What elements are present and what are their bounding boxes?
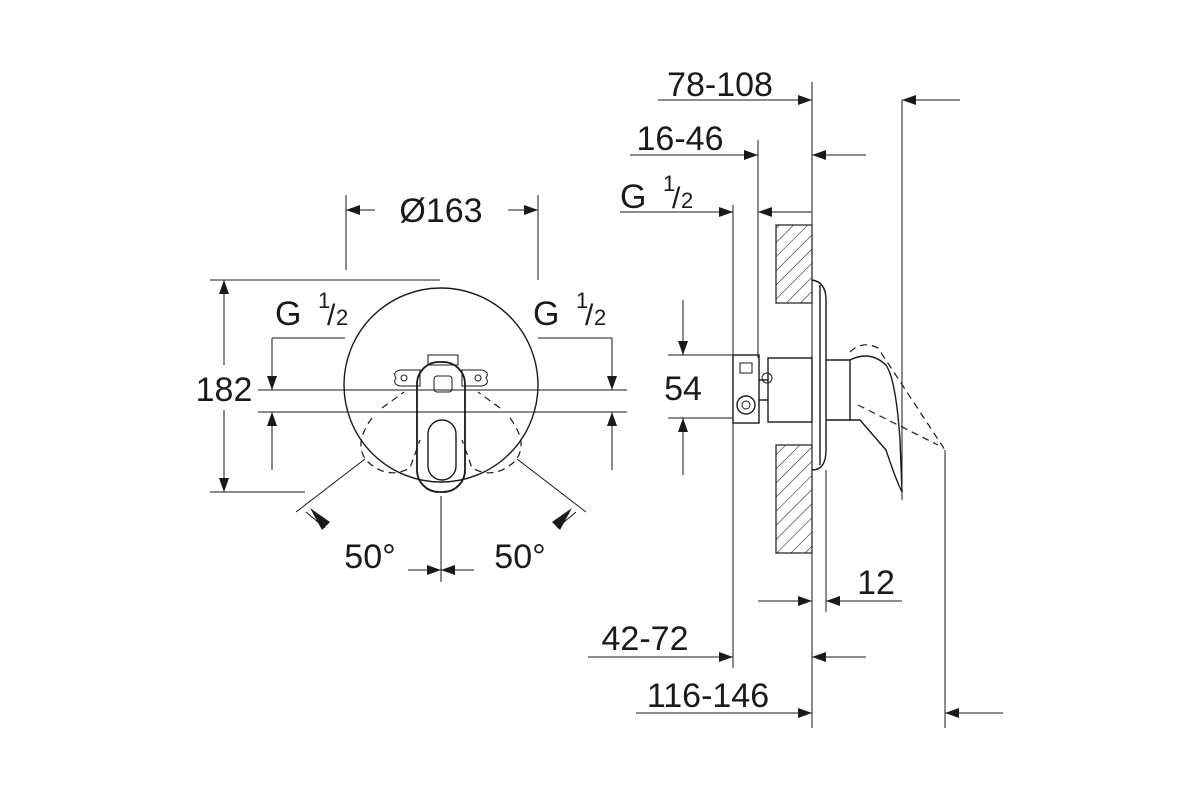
dimension-thread-side: G 1 / 2 bbox=[620, 171, 812, 217]
svg-text:/: / bbox=[327, 299, 336, 332]
angle-dimension: 50° 50° bbox=[295, 458, 587, 582]
diameter-dimension: Ø163 bbox=[345, 192, 539, 280]
svg-text:1: 1 bbox=[576, 288, 588, 313]
wall-section bbox=[775, 224, 813, 554]
svg-text:2: 2 bbox=[336, 305, 348, 330]
svg-text:42-72: 42-72 bbox=[602, 620, 689, 658]
svg-text:12: 12 bbox=[857, 564, 895, 602]
svg-text:78-108: 78-108 bbox=[667, 66, 773, 104]
svg-text:/: / bbox=[672, 182, 681, 215]
escutcheon-profile bbox=[811, 279, 827, 471]
diameter-label: Ø163 bbox=[399, 192, 482, 230]
svg-text:2: 2 bbox=[594, 305, 606, 330]
thread-label-right: G 1 / 2 bbox=[533, 288, 606, 333]
dimension-78-108: 78-108 bbox=[658, 66, 960, 105]
dimension-12: 12 bbox=[758, 470, 902, 612]
dimension-54: 54 bbox=[664, 300, 733, 475]
thread-label-left: G 1 / 2 bbox=[275, 288, 348, 333]
side-view: 78-108 16-46 G 1 / 2 bbox=[588, 66, 1003, 728]
svg-text:1: 1 bbox=[663, 171, 675, 196]
cartridge-cap bbox=[394, 354, 488, 387]
valve-body bbox=[732, 354, 813, 424]
escutcheon-plate bbox=[343, 287, 539, 483]
angle-label-right: 50° bbox=[494, 538, 545, 576]
svg-text:54: 54 bbox=[664, 370, 702, 408]
thread-center-lines bbox=[258, 337, 627, 470]
svg-text:G: G bbox=[275, 295, 301, 333]
height-label: 182 bbox=[196, 371, 253, 409]
svg-text:116-146: 116-146 bbox=[647, 677, 769, 715]
svg-text:G: G bbox=[533, 295, 559, 333]
height-dimension: 182 bbox=[196, 279, 440, 493]
handle-swing-positions bbox=[360, 391, 522, 474]
dimension-42-72: 42-72 bbox=[588, 620, 866, 662]
svg-text:16-46: 16-46 bbox=[637, 120, 724, 158]
svg-text:1: 1 bbox=[318, 288, 330, 313]
front-view: Ø163 182 G bbox=[196, 192, 627, 582]
svg-text:2: 2 bbox=[681, 188, 693, 213]
svg-text:/: / bbox=[585, 299, 594, 332]
lever-profile bbox=[826, 344, 946, 493]
angle-label-left: 50° bbox=[344, 538, 395, 576]
lever-handle bbox=[416, 361, 466, 493]
svg-text:G: G bbox=[620, 178, 646, 216]
dimension-16-46: 16-46 bbox=[630, 120, 866, 160]
dimension-116-146: 116-146 bbox=[636, 677, 1003, 718]
